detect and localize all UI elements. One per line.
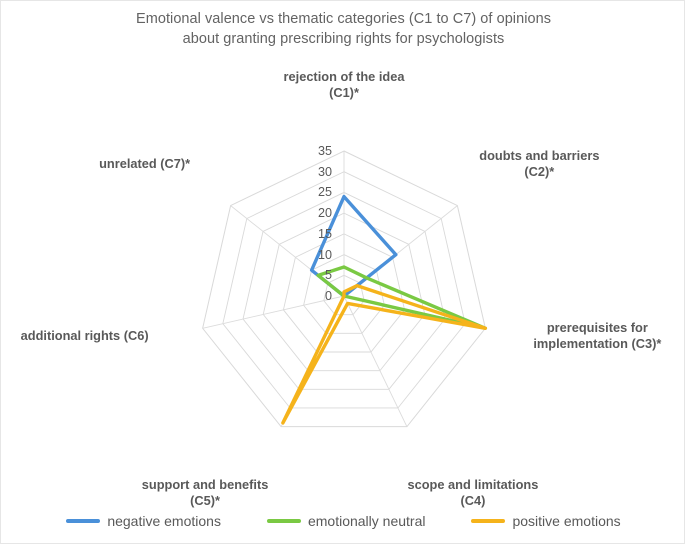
axis-label-c7-line-1: unrelated (C7)* [99,155,191,171]
chart-title-line-2: about granting prescribing rights for ps… [182,31,505,47]
axis-label-c3-line-1: prerequisites for [546,320,648,336]
axis-label-c5-line-1: support and benefits [141,476,269,492]
axis-spoke-6 [202,295,345,329]
axis-label-c6-line-1: additional rights (C6) [20,328,149,344]
legend-item-2[interactable]: emotionally neutral [266,513,426,529]
legend-label-1: negative emotions [107,513,221,529]
axis-label-c2: doubts and barriers(C2)* [434,148,644,180]
axis-label-c2-line-2: (C2)* [524,163,555,179]
axis-label-c1-line-2: (C1)* [329,85,359,100]
radial-tick-10: 10 [317,247,332,262]
grid-ring-25 [242,191,446,390]
axis-label-c4-line-2: (C4) [460,492,486,508]
legend-label-3: positive emotions [512,513,621,529]
axis-label-c7: unrelated (C7)* [45,156,245,172]
legend-item-1[interactable]: negative emotions [66,513,221,529]
radial-tick-15: 15 [317,226,332,241]
legend-item-3[interactable]: positive emotions [471,513,621,529]
grid-ring-35 [202,150,486,428]
legend-label-2: emotionally neutral [307,513,426,529]
axis-label-c4: scope and limitations(C4) [365,477,580,509]
axis-label-c5: support and benefits(C5)* [98,477,313,509]
grid-ring-20 [262,212,426,372]
grid-ring-15 [282,233,406,353]
axis-label-c4-line-1: scope and limitations [407,476,539,492]
axis-label-c6: additional rights (C6) [0,328,192,344]
radial-tick-5: 5 [324,268,332,283]
radar-series-layer [281,194,488,425]
radar-gridlines [202,150,486,428]
radar-axis-spokes [202,151,486,427]
chart-legend: negative emotions emotionally neutral posi… [1,513,685,529]
chart-title-line-1: Emotional valence vs thematic categories… [136,11,551,27]
radial-tick-20: 20 [317,206,332,221]
axis-spoke-4 [343,295,408,427]
series-polygon-3 [281,283,488,425]
grid-ring-10 [303,254,385,334]
radial-tick-25: 25 [317,185,332,200]
axis-label-c1-line-1: rejection of the idea [283,69,405,84]
grid-ring-30 [222,171,466,409]
radial-tick-0: 0 [324,289,332,303]
chart-title: Emotional valence vs thematic categories… [1,9,685,49]
legend-swatch-3 [471,519,506,523]
legend-swatch-2 [266,519,301,523]
axis-label-c2-line-1: doubts and barriers [479,147,600,163]
axis-label-c5-line-2: (C5)* [190,492,221,508]
series-polygon-2 [316,265,488,330]
axis-label-c1: rejection of the idea(C1)* [234,69,454,101]
radial-tick-30: 30 [317,164,332,179]
legend-swatch-1 [66,519,101,523]
axis-label-c3-line-2: implementation (C3)* [533,336,662,352]
radial-tick-35: 35 [317,144,332,158]
